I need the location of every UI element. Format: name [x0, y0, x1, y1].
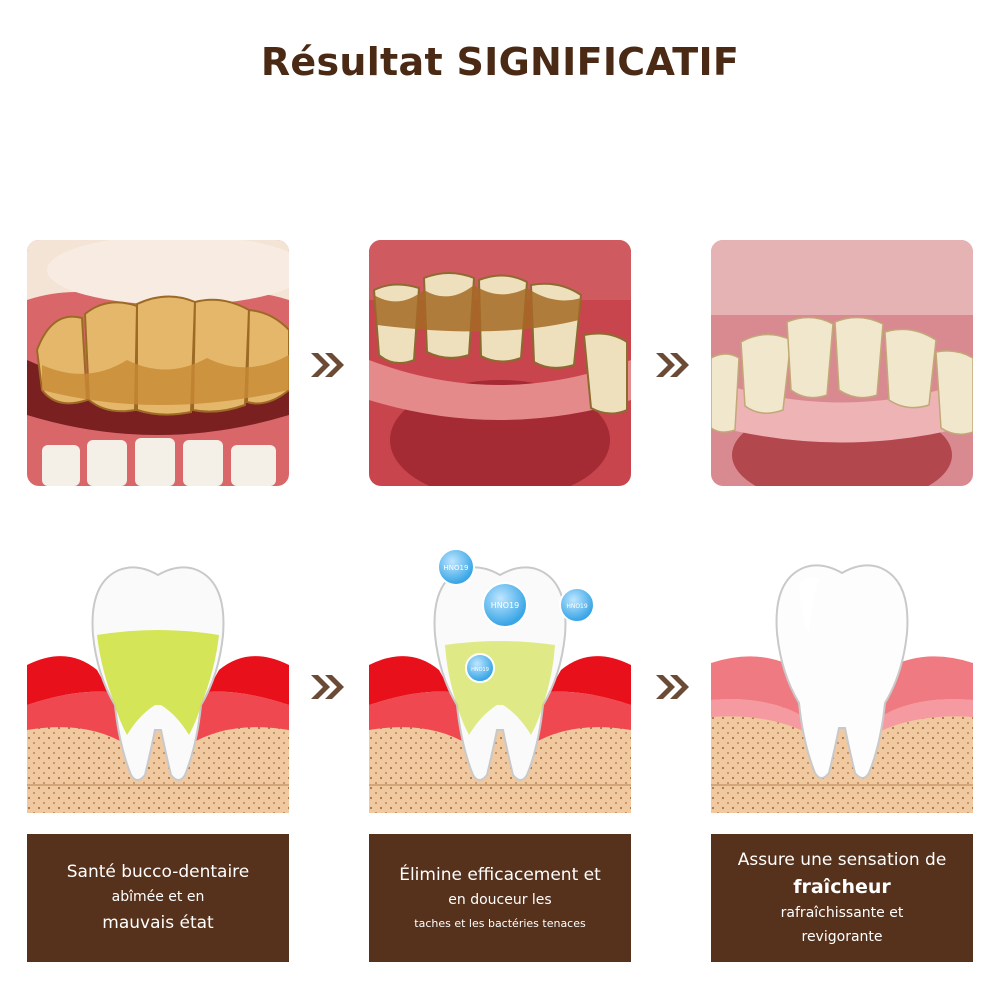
caption-text: Élimine efficacement et — [399, 864, 601, 885]
bubble-icon: HNO19 — [559, 587, 595, 623]
photo-before-heavy-tartar — [27, 240, 289, 486]
double-chevron-right-icon — [307, 350, 347, 380]
bubble-icon: HNO19 — [465, 653, 495, 683]
svg-text:HNO19: HNO19 — [491, 601, 519, 610]
double-chevron-right-icon — [652, 672, 692, 702]
caption-text: fraîcheur — [793, 876, 891, 899]
tooth-illustration-unhealthy — [27, 545, 289, 813]
caption-text: taches et les bactéries tenaces — [414, 916, 586, 930]
caption-text: en douceur les — [448, 892, 552, 908]
double-chevron-right-icon — [307, 672, 347, 702]
caption-text: Santé bucco-dentaire — [66, 862, 250, 882]
page-title: Résultat SIGNIFICATIF — [260, 40, 740, 84]
caption-box-after: Assure une sensation de fraîcheur rafraî… — [711, 834, 973, 962]
photo-during-stains — [369, 240, 631, 486]
bubble-icon: HNO19 — [437, 548, 475, 586]
svg-text:HNO19: HNO19 — [471, 667, 489, 673]
tooth-illustration-treatment: HNO19 HNO19 HNO19 HNO19 — [369, 545, 631, 813]
caption-text: revigorante — [801, 928, 883, 945]
photo-after-clean-teeth — [711, 240, 973, 486]
svg-text:HNO19: HNO19 — [444, 564, 469, 572]
caption-text: Assure une sensation de — [737, 850, 947, 870]
double-chevron-right-icon — [652, 350, 692, 380]
caption-text: abîmée et en — [111, 889, 205, 906]
caption-text: rafraîchissante et — [780, 905, 904, 921]
caption-box-during: Élimine efficacement et en douceur les t… — [369, 834, 631, 962]
tooth-illustration-healthy — [711, 545, 973, 813]
svg-text:HNO19: HNO19 — [566, 603, 588, 610]
caption-text: mauvais état — [102, 912, 214, 933]
bubble-icon: HNO19 — [482, 582, 528, 628]
caption-box-before: Santé bucco-dentaire abîmée et en mauvai… — [27, 834, 289, 962]
